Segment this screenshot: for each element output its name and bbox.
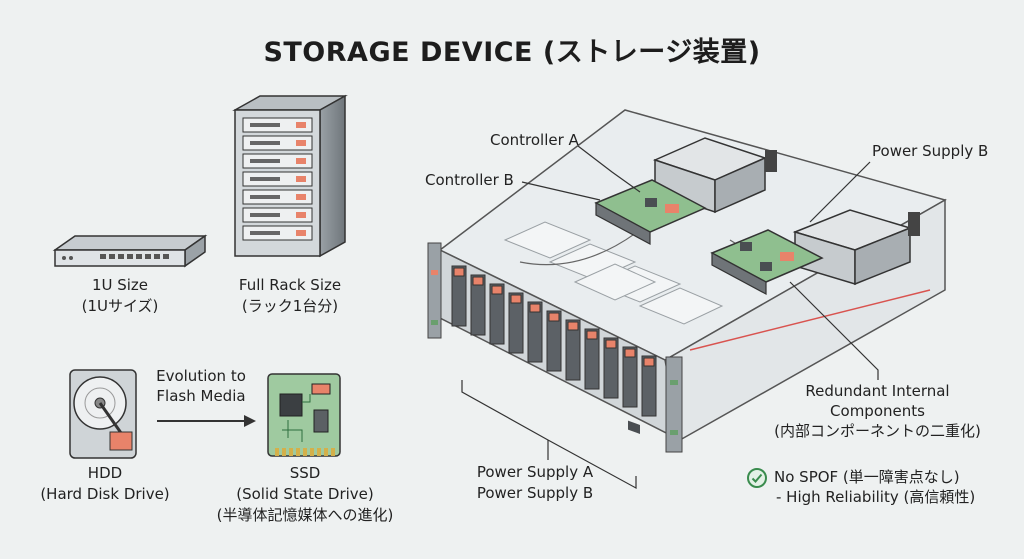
drive-bay <box>622 346 638 408</box>
drive-bay <box>470 274 486 336</box>
controller-a-label: Controller A <box>490 131 579 149</box>
drives-caption: Power Supply A Power Supply B <box>460 462 610 504</box>
full-rack-caption: Full Rack Size (ラック1台分) <box>220 275 360 317</box>
drive-bay <box>546 310 562 372</box>
drive-bay <box>451 265 467 327</box>
drive-bay <box>508 292 524 354</box>
drive-bay <box>603 337 619 399</box>
check-circle-icon <box>747 468 767 488</box>
drive-bay <box>584 328 600 390</box>
redundant-label-2: Components <box>830 402 925 420</box>
evolution-label-1: Evolution to <box>156 367 246 385</box>
hdd-label: HDD <box>87 464 123 482</box>
full-rack-label: Full Rack Size <box>238 276 342 294</box>
hdd-icon <box>69 369 137 459</box>
power-supply-b-label: Power Supply B <box>872 142 989 160</box>
controller-a-board <box>710 229 824 296</box>
drive-bay <box>565 319 581 381</box>
drives-label-1: Power Supply A <box>476 463 594 481</box>
redundant-label-3: (内部コンポーネントの二重化) <box>774 422 981 440</box>
controller-b-label: Controller B <box>425 171 514 189</box>
ssd-label: SSD <box>289 464 321 482</box>
hdd-sublabel: (Hard Disk Drive) <box>40 485 170 503</box>
full-rack-icon <box>232 94 348 258</box>
ssd-caption: SSD (Solid State Drive) (半導体記憶媒体への進化) <box>205 463 405 526</box>
drive-bay <box>641 355 657 417</box>
page-title: STORAGE DEVICE (ストレージ装置) <box>263 37 761 68</box>
evolution-arrow-icon <box>157 415 256 427</box>
one-u-device-icon <box>52 234 208 268</box>
drive-bay <box>489 283 505 345</box>
one-u-label: 1U Size <box>91 276 149 294</box>
one-u-sublabel: (1Uサイズ) <box>81 297 159 315</box>
ssd-note: (半導体記憶媒体への進化) <box>216 506 394 524</box>
high-reliability-label: - High Reliability (高信頼性) <box>776 488 976 506</box>
one-u-caption: 1U Size (1Uサイズ) <box>60 275 180 317</box>
ssd-icon <box>267 373 341 457</box>
evolution-label-2: Flash Media <box>156 387 246 405</box>
ssd-sublabel: (Solid State Drive) <box>236 485 374 503</box>
evolution-caption: Evolution to Flash Media <box>146 366 256 406</box>
drives-label-2: Power Supply B <box>476 484 594 502</box>
no-spof-label: No SPOF (単一障害点なし) <box>774 468 960 486</box>
full-rack-sublabel: (ラック1台分) <box>241 297 339 315</box>
hdd-caption: HDD (Hard Disk Drive) <box>30 463 180 505</box>
leader-lines <box>461 145 879 490</box>
power-supply-a-unit <box>652 137 777 214</box>
power-supply-b-unit <box>792 209 920 286</box>
drive-bays <box>451 265 657 417</box>
redundant-caption: Redundant Internal Components (内部コンポーネント… <box>770 381 985 441</box>
drive-bay <box>527 301 543 363</box>
redundant-label-1: Redundant Internal <box>805 382 950 400</box>
